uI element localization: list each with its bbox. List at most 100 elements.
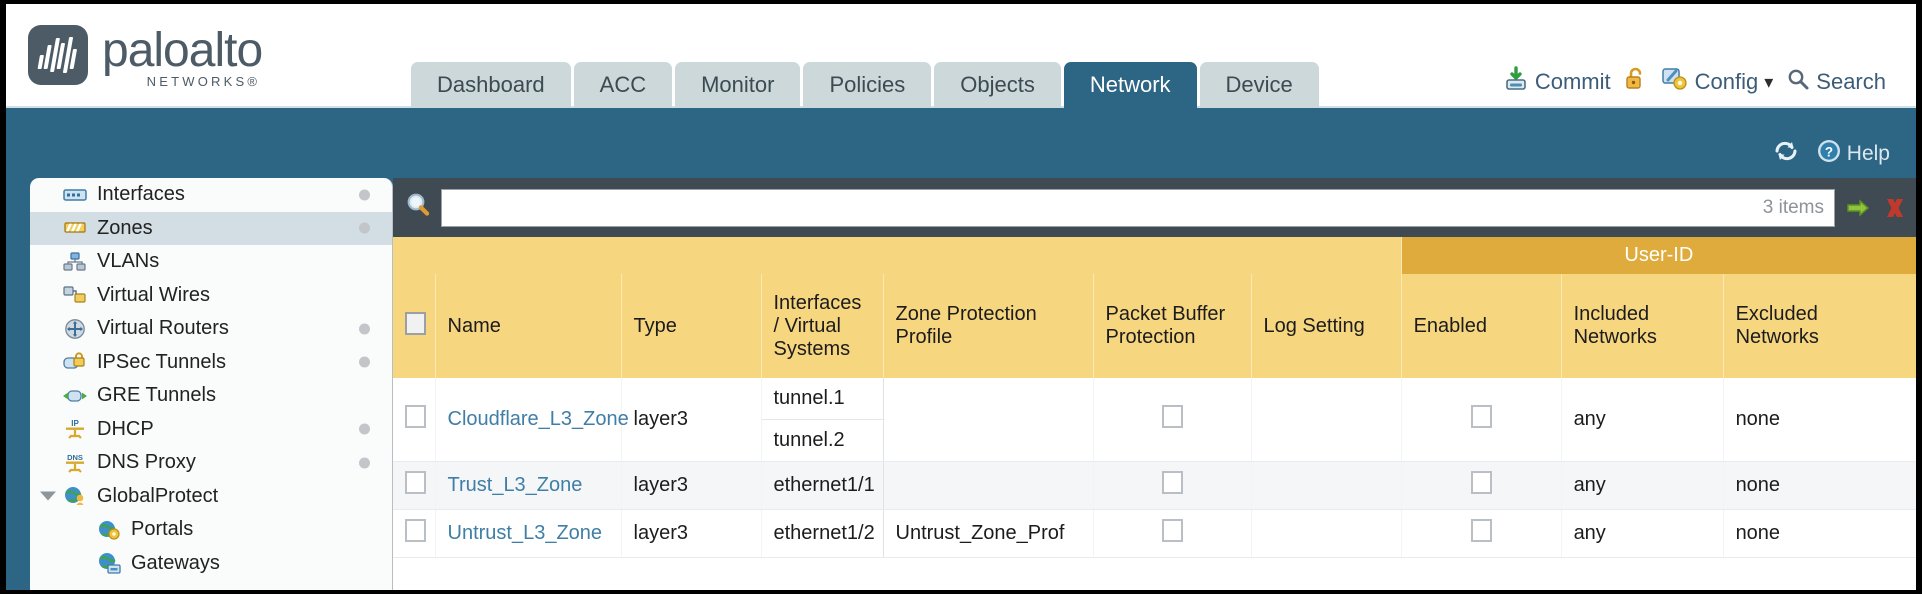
- tab-monitor[interactable]: Monitor: [675, 62, 801, 108]
- user-id-enabled-checkbox[interactable]: [1470, 519, 1492, 542]
- cell-interfaces: ethernet1/1: [761, 461, 884, 510]
- cell-user-id-enabled: [1401, 509, 1562, 558]
- commit-button[interactable]: Commit: [1503, 66, 1611, 98]
- select-all-checkbox[interactable]: [405, 311, 426, 335]
- expand-collapse-triangle-icon[interactable]: [40, 491, 56, 501]
- cell-type: layer3: [621, 378, 762, 462]
- filter-bar: 3 items: [393, 178, 1916, 237]
- chevron-down-icon[interactable]: ▾: [1764, 71, 1774, 92]
- interface-entry: ethernet1/2: [773, 522, 875, 544]
- dns-proxy-icon: DNS: [62, 452, 88, 474]
- brand-tagline: NETWORKS®: [146, 74, 261, 89]
- row-select-cell: [393, 378, 436, 462]
- sidebar-item-label: Zones: [97, 216, 153, 239]
- column-header-zone-protection-profile[interactable]: Zone Protection Profile: [883, 274, 1094, 378]
- sidebar-item-label: Virtual Routers: [97, 317, 229, 340]
- globalprotect-icon: [62, 485, 88, 507]
- app-window: paloalto NETWORKS® Dashboard ACC Monitor…: [6, 4, 1916, 590]
- network-sidebar: Interfaces Zones: [30, 178, 393, 590]
- sidebar-item-ipsec-tunnels[interactable]: IPSec Tunnels: [30, 346, 392, 380]
- row-select-cell: [393, 461, 436, 510]
- refresh-icon[interactable]: [1772, 138, 1800, 170]
- packet-buffer-protection-checkbox[interactable]: [1161, 471, 1183, 494]
- column-header-log-setting[interactable]: Log Setting: [1251, 274, 1402, 378]
- sidebar-item-gre-tunnels[interactable]: GRE Tunnels: [30, 379, 392, 413]
- tab-network[interactable]: Network: [1063, 62, 1197, 108]
- cell-type: layer3: [621, 509, 762, 558]
- user-id-enabled-checkbox[interactable]: [1470, 405, 1492, 428]
- sidebar-item-virtual-wires[interactable]: Virtual Wires: [30, 279, 392, 313]
- tab-dashboard[interactable]: Dashboard: [411, 62, 571, 108]
- cell-excluded-networks: none: [1723, 461, 1916, 510]
- tab-policies[interactable]: Policies: [803, 62, 932, 108]
- row-select-checkbox[interactable]: [405, 405, 426, 428]
- search-input[interactable]: 3 items: [441, 188, 1835, 227]
- sidebar-item-dns-proxy[interactable]: DNS DNS Proxy: [30, 446, 392, 480]
- item-count-label: 3 items: [1762, 196, 1824, 218]
- sidebar-status-dot: [359, 356, 370, 368]
- tab-device[interactable]: Device: [1199, 62, 1319, 108]
- cell-interfaces: ethernet1/2: [761, 509, 884, 558]
- table-row[interactable]: Cloudflare_L3_Zone layer3 tunnel.1 tunne…: [393, 378, 1916, 462]
- cell-zone-protection-profile: [883, 461, 1094, 510]
- table-row[interactable]: Untrust_L3_Zone layer3 ethernet1/2 Untru…: [393, 509, 1916, 558]
- sidebar-item-gateways[interactable]: Gateways: [30, 547, 392, 581]
- sidebar-item-portals[interactable]: Portals: [30, 513, 392, 547]
- row-select-checkbox[interactable]: [405, 471, 426, 494]
- column-header-enabled[interactable]: Enabled: [1401, 274, 1562, 378]
- cell-packet-buffer-protection: [1093, 509, 1252, 558]
- zone-name-link[interactable]: Cloudflare_L3_Zone: [447, 408, 629, 430]
- table-row[interactable]: Trust_L3_Zone layer3 ethernet1/1: [393, 461, 1916, 510]
- paloalto-logo-mark-icon: [28, 25, 88, 85]
- apply-filter-button[interactable]: [1844, 194, 1872, 222]
- sidebar-item-label: Gateways: [131, 551, 220, 574]
- group-header-spacer: [393, 237, 1402, 274]
- column-header-excluded-networks[interactable]: Excluded Networks: [1723, 274, 1916, 378]
- utility-band: [6, 108, 1916, 178]
- sidebar-item-zones[interactable]: Zones: [30, 211, 392, 245]
- column-header-packet-buffer-protection[interactable]: Packet Buffer Protection: [1093, 274, 1252, 378]
- search-button[interactable]: Search: [1786, 67, 1886, 97]
- cell-name: Trust_L3_Zone: [435, 461, 622, 510]
- sidebar-item-label: DHCP: [97, 417, 154, 440]
- tab-objects[interactable]: Objects: [934, 62, 1061, 108]
- user-id-enabled-checkbox[interactable]: [1470, 471, 1492, 494]
- column-header-included-networks[interactable]: Included Networks: [1561, 274, 1724, 378]
- help-button[interactable]: ? Help: [1816, 138, 1890, 170]
- search-magnifier-icon: [1786, 67, 1810, 97]
- svg-text:IP: IP: [71, 419, 79, 428]
- top-action-bar: Commit: [1503, 66, 1886, 98]
- config-wrench-icon: [1661, 66, 1689, 98]
- sidebar-item-interfaces[interactable]: Interfaces: [30, 178, 392, 212]
- column-header-interfaces-virtual-systems[interactable]: Interfaces / Virtual Systems: [761, 274, 884, 378]
- gre-tunnels-icon: [62, 386, 88, 406]
- commit-label: Commit: [1534, 69, 1611, 94]
- packet-buffer-protection-checkbox[interactable]: [1161, 405, 1183, 428]
- column-header-type[interactable]: Type: [621, 274, 762, 378]
- zones-icon: [62, 219, 88, 237]
- zones-table-head: User-ID Name Type Interfaces / Virtual S…: [393, 237, 1916, 378]
- sidebar-status-dot: [359, 222, 370, 234]
- sidebar-item-dhcp[interactable]: IP DHCP: [30, 413, 392, 447]
- lock-button[interactable]: [1624, 66, 1648, 98]
- zone-name-link[interactable]: Untrust_L3_Zone: [447, 522, 603, 544]
- cell-zone-protection-profile: Untrust_Zone_Prof: [883, 509, 1094, 558]
- row-select-cell: [393, 509, 436, 558]
- sidebar-status-dot: [359, 457, 370, 469]
- column-header-name[interactable]: Name: [435, 274, 622, 378]
- search-magnifier-icon[interactable]: [404, 191, 432, 224]
- cell-interfaces: tunnel.1 tunnel.2: [761, 378, 884, 462]
- row-select-checkbox[interactable]: [405, 519, 426, 542]
- cell-packet-buffer-protection: [1093, 378, 1252, 462]
- sidebar-item-label: Portals: [131, 518, 194, 541]
- zone-name-link[interactable]: Trust_L3_Zone: [447, 474, 583, 496]
- zones-table: User-ID Name Type Interfaces / Virtual S…: [393, 237, 1916, 558]
- sidebar-item-globalprotect[interactable]: GlobalProtect: [30, 480, 392, 514]
- sidebar-item-virtual-routers[interactable]: Virtual Routers: [30, 312, 392, 346]
- clear-filter-button[interactable]: [1881, 194, 1909, 222]
- sidebar-item-vlans[interactable]: VLANs: [30, 245, 392, 279]
- packet-buffer-protection-checkbox[interactable]: [1161, 519, 1183, 542]
- tab-acc[interactable]: ACC: [573, 62, 673, 108]
- config-button[interactable]: Config ▾: [1661, 66, 1774, 98]
- group-header-user-id: User-ID: [1401, 237, 1916, 274]
